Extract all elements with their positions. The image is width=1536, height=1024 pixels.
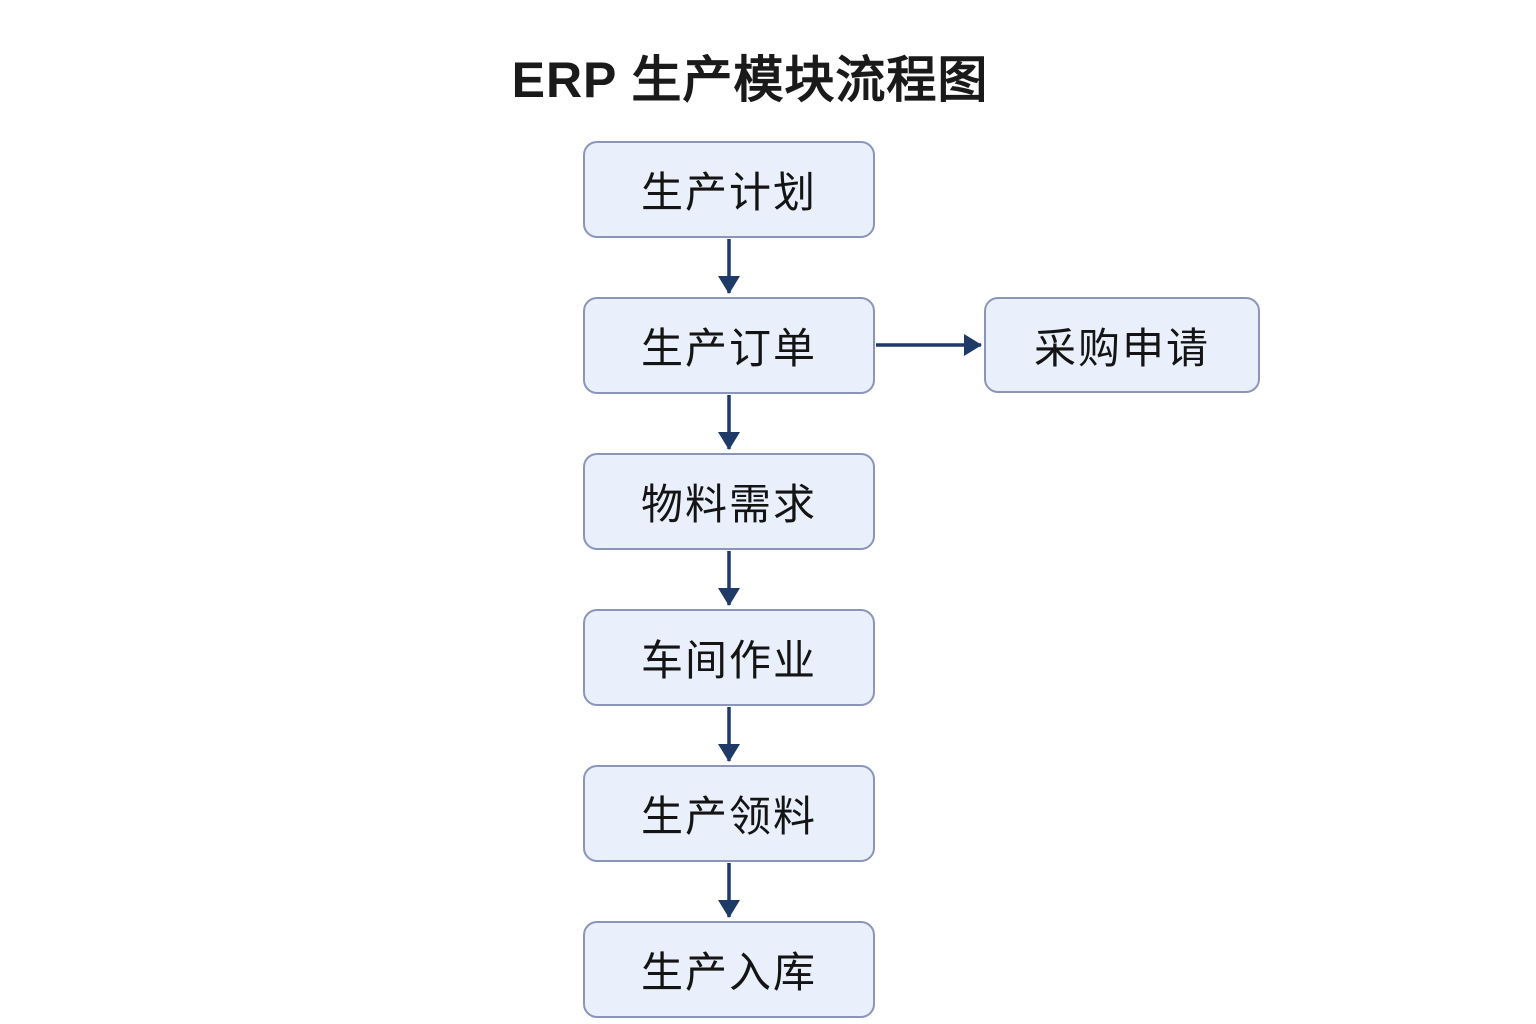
flow-node-production-order: 生产订单	[583, 297, 875, 394]
flow-node-purchase-request: 采购申请	[984, 297, 1260, 393]
flow-node-shop-floor-operations: 车间作业	[583, 609, 875, 706]
flow-node-production-warehousing: 生产入库	[583, 921, 875, 1018]
flow-node-label: 生产计划	[640, 169, 817, 216]
flow-node-label: 生产订单	[640, 325, 817, 372]
flow-node-label: 生产领料	[640, 793, 817, 840]
flow-node-label: 采购申请	[1033, 324, 1210, 372]
flow-node-label: 车间作业	[640, 637, 817, 684]
diagram-title: ERP 生产模块流程图	[511, 52, 989, 108]
flow-node-label: 生产入库	[640, 949, 817, 996]
flow-node-label: 物料需求	[640, 481, 817, 528]
flow-node-production-picking: 生产领料	[583, 765, 875, 862]
flow-node-production-plan: 生产计划	[583, 141, 875, 238]
flow-node-material-requirements: 物料需求	[583, 453, 875, 550]
